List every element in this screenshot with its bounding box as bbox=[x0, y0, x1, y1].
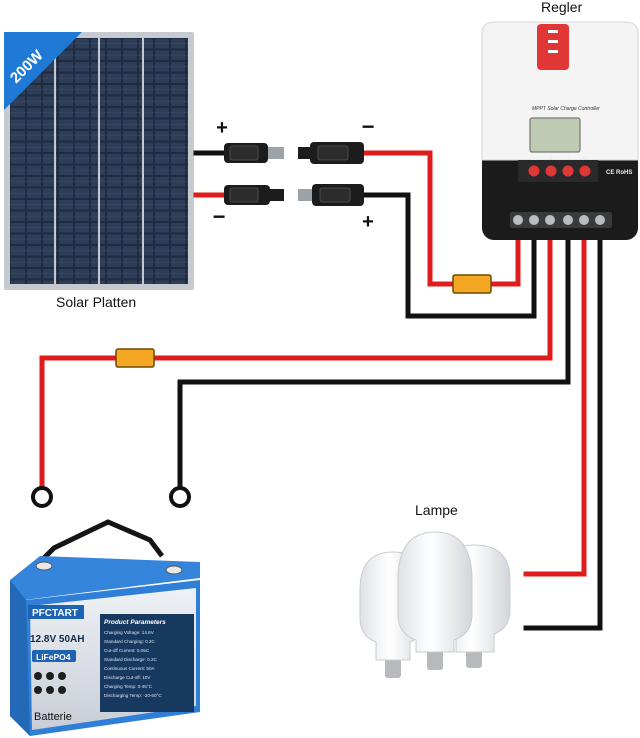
battery-param-row: Discharging Temp: -20-60°C bbox=[104, 693, 162, 698]
controller-button-down[interactable] bbox=[545, 165, 557, 177]
mc4-connector-bottom-right bbox=[298, 184, 364, 206]
wires bbox=[39, 150, 603, 631]
plus-sign-bottom-right: + bbox=[362, 211, 374, 233]
pv-fuse bbox=[452, 274, 492, 294]
charge-controller: MPPT Solar Charge Controller ▲ ▼ ◄ ► CE … bbox=[481, 21, 639, 240]
lamp-bulbs bbox=[359, 531, 511, 678]
battery-brand: PFCTART bbox=[32, 608, 78, 619]
battery-param-row: Standard Charging: 0.2C bbox=[104, 639, 156, 644]
panel-label: Solar Platten bbox=[56, 294, 137, 310]
battery-param-row: Standard Discharge: 0.2C bbox=[104, 657, 158, 662]
battery-negative-ring-terminal bbox=[169, 486, 191, 508]
controller-button-left[interactable] bbox=[562, 165, 574, 177]
battery-spec: 12.8V 50AH bbox=[30, 634, 84, 645]
battery-terminal-negative bbox=[165, 565, 183, 575]
controller-terminals bbox=[513, 215, 605, 225]
solar-panel: 200W bbox=[4, 32, 194, 290]
controller-button-right[interactable] bbox=[579, 165, 591, 177]
controller-label: Regler bbox=[541, 0, 583, 15]
controller-ce-text: CE RoHS bbox=[606, 170, 632, 176]
battery-warning-icons bbox=[34, 672, 66, 694]
button-right-glyph: ► bbox=[582, 156, 588, 162]
battery-param-row: Charging Voltage: 14.6V bbox=[104, 630, 155, 635]
minus-sign-top-right: − bbox=[362, 114, 375, 139]
battery-params-title: Product Parameters bbox=[104, 619, 166, 626]
battery-fuse bbox=[115, 348, 155, 368]
battery: PFCTART 12.8V 50AH LiFePO4 Product Param… bbox=[10, 519, 200, 736]
mc4-connector-top-left bbox=[224, 143, 284, 163]
battery-param-row: Discharge Cut-off: 10V bbox=[104, 675, 151, 680]
battery-label: Batterie bbox=[34, 711, 72, 723]
battery-params-panel bbox=[100, 614, 194, 712]
lamp-label: Lampe bbox=[415, 502, 458, 518]
battery-terminal-positive bbox=[35, 561, 53, 571]
minus-sign-bottom-left: − bbox=[213, 204, 226, 229]
battery-chemistry: LiFePO4 bbox=[36, 652, 71, 662]
button-down-glyph: ▼ bbox=[548, 156, 554, 162]
battery-param-row: Continuous Current: 50A bbox=[104, 666, 155, 671]
controller-button-up[interactable] bbox=[528, 165, 540, 177]
mc4-connector-bottom-left bbox=[224, 185, 284, 205]
button-left-glyph: ◄ bbox=[565, 156, 571, 162]
plus-sign-top-left: + bbox=[216, 117, 228, 139]
battery-param-row: Cut-off Current: 0.05C bbox=[104, 648, 150, 653]
mc4-connectors bbox=[224, 142, 364, 206]
battery-positive-ring-terminal bbox=[31, 486, 53, 508]
controller-lcd bbox=[529, 117, 581, 153]
controller-model-text: MPPT Solar Charge Controller bbox=[532, 106, 600, 112]
battery-param-row: Charging Temp: 0-45°C bbox=[104, 684, 153, 689]
power-badge bbox=[4, 32, 82, 110]
bulb-center bbox=[397, 531, 473, 670]
mc4-connector-top-right bbox=[298, 142, 364, 164]
button-up-glyph: ▲ bbox=[531, 156, 537, 162]
